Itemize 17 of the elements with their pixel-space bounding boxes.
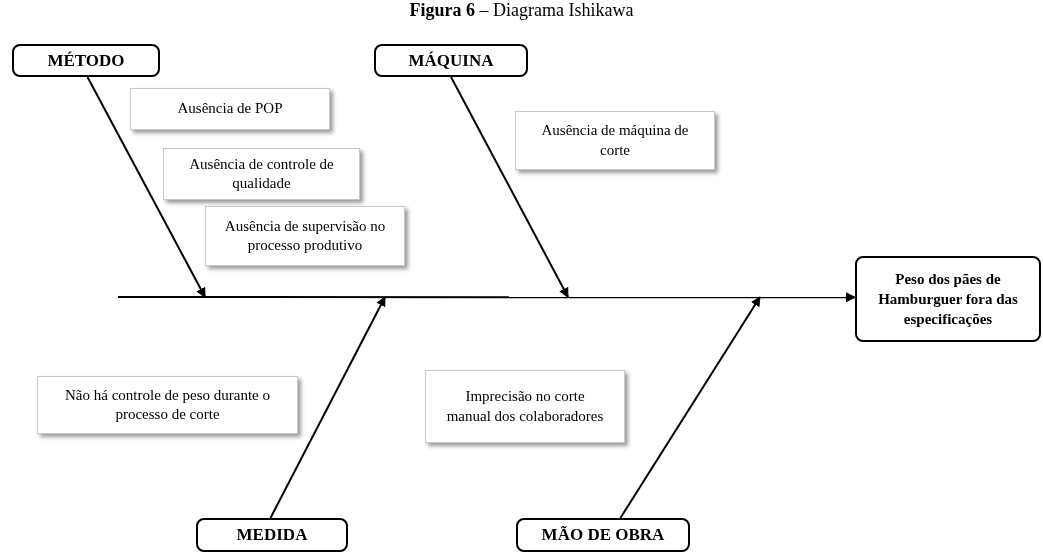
cause-box: Ausência de supervisão no processo produtivo [205,206,405,266]
cause-box: Imprecisão no corte manual dos colaboradores [425,370,625,443]
arrow [450,76,569,298]
spine-arrow [117,292,856,303]
category-box: MÁQUINA [374,44,528,77]
cause-box: Ausência de controle de qualidade [163,148,360,200]
effect-box: Peso dos pães de Hamburguer fora das especificações [855,256,1041,342]
category-box: MÉTODO [12,44,160,77]
cause-box: Ausência de POP [130,88,330,130]
category-box: MÃO DE OBRA [516,518,690,552]
figure-title: Figura 6 – Diagrama Ishikawa [409,0,634,20]
arrow [619,296,761,519]
category-box: MEDIDA [196,518,348,552]
arrow [269,296,386,519]
cause-box: Ausência de máquina de corte [515,111,715,170]
arrow [86,76,206,298]
cause-box: Não há controle de peso durante o processo de corte [37,376,298,434]
